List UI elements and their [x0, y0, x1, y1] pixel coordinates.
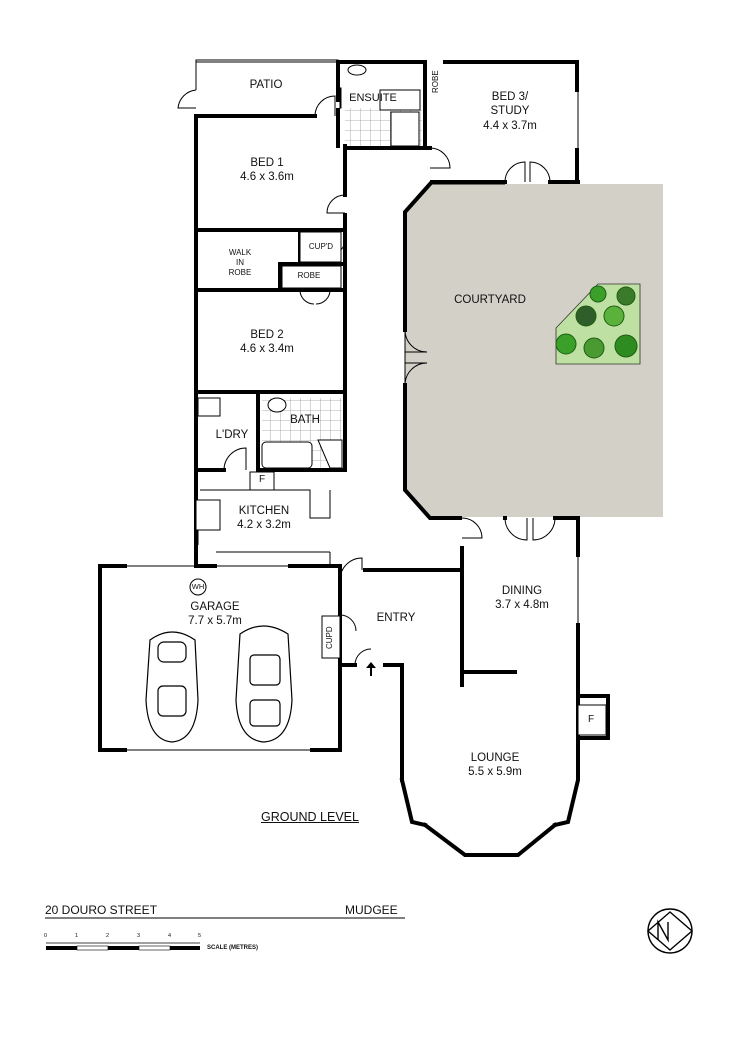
lounge-size: 5.5 x 5.9m: [468, 766, 522, 779]
scale-label: SCALE (METRES): [207, 945, 258, 951]
walkin-line1: WALK: [228, 248, 252, 257]
scale-tick: 4: [168, 933, 172, 939]
bed1-size: 4.6 x 3.6m: [240, 171, 294, 184]
wh-label: WH: [191, 582, 205, 591]
room-label-entry: ENTRY: [376, 612, 416, 624]
garage-size: 7.7 x 5.7m: [188, 615, 242, 628]
scale-tick: 3: [137, 933, 141, 939]
scale-bar: [46, 942, 200, 951]
room-label-lounge: LOUNGE 5.5 x 5.9m: [452, 751, 538, 780]
room-label-patio: PATIO: [249, 79, 283, 91]
bed1-name: BED 1: [250, 157, 284, 169]
bed3-name2: STUDY: [490, 105, 530, 118]
cars: [145, 625, 293, 743]
room-label-courtyard: COURTYARD: [454, 294, 526, 306]
dining-size: 3.7 x 4.8m: [495, 599, 549, 612]
room-label-ldry: L'DRY: [215, 429, 249, 441]
courtyard-area: [405, 184, 663, 517]
room-label-bath: BATH: [290, 414, 320, 426]
kitchen-size: 4.2 x 3.2m: [237, 519, 291, 532]
room-label-bed3: BED 3/ STUDY 4.4 x 3.7m: [470, 90, 550, 133]
bed3-name: BED 3/: [491, 91, 529, 103]
address-text: 20 DOURO STREET: [45, 903, 158, 917]
room-label-cupd-top: CUP'D: [308, 242, 334, 251]
door-swings: [177, 89, 556, 666]
scale-tick: 1: [75, 933, 79, 939]
room-label-fridge: F: [258, 474, 266, 485]
garage-name: GARAGE: [190, 601, 240, 613]
bed2-size: 4.6 x 3.4m: [240, 343, 294, 356]
entry-arrow-icon: [366, 662, 376, 676]
room-label-robe-top: ROBE: [431, 70, 440, 94]
level-title: GROUND LEVEL: [261, 810, 359, 824]
room-label-fireplace: F: [587, 714, 595, 725]
fixtures: [189, 64, 607, 736]
room-label-bed1: BED 1 4.6 x 3.6m: [226, 156, 308, 185]
room-label-bed2: BED 2 4.6 x 3.4m: [226, 328, 308, 357]
scale-tick: 2: [106, 933, 110, 939]
room-label-walkin-robe: WALK IN ROBE: [214, 248, 266, 278]
garden-planting: [555, 283, 641, 365]
town-text: MUDGEE: [345, 903, 398, 917]
bed2-name: BED 2: [250, 329, 284, 341]
lounge-name: LOUNGE: [470, 752, 520, 764]
north-arrow-icon: [646, 908, 694, 954]
room-label-robe-mid: ROBE: [297, 271, 321, 280]
walkin-line3: ROBE: [228, 268, 252, 277]
dining-name: DINING: [501, 585, 543, 597]
room-label-dining: DINING 3.7 x 4.8m: [482, 584, 562, 613]
room-label-cupd-entry: CUPD: [325, 626, 334, 650]
room-label-ensuite: ENSUITE: [349, 92, 397, 104]
kitchen-name: KITCHEN: [238, 505, 290, 517]
windows: [125, 59, 579, 856]
walkin-line2: IN: [236, 258, 244, 267]
room-label-kitchen: KITCHEN 4.2 x 3.2m: [224, 504, 304, 533]
scale-tick: 0: [44, 933, 48, 939]
room-label-garage: GARAGE 7.7 x 5.7m: [172, 600, 258, 629]
bed3-size: 4.4 x 3.7m: [483, 119, 537, 132]
scale-tick: 5: [198, 933, 202, 939]
